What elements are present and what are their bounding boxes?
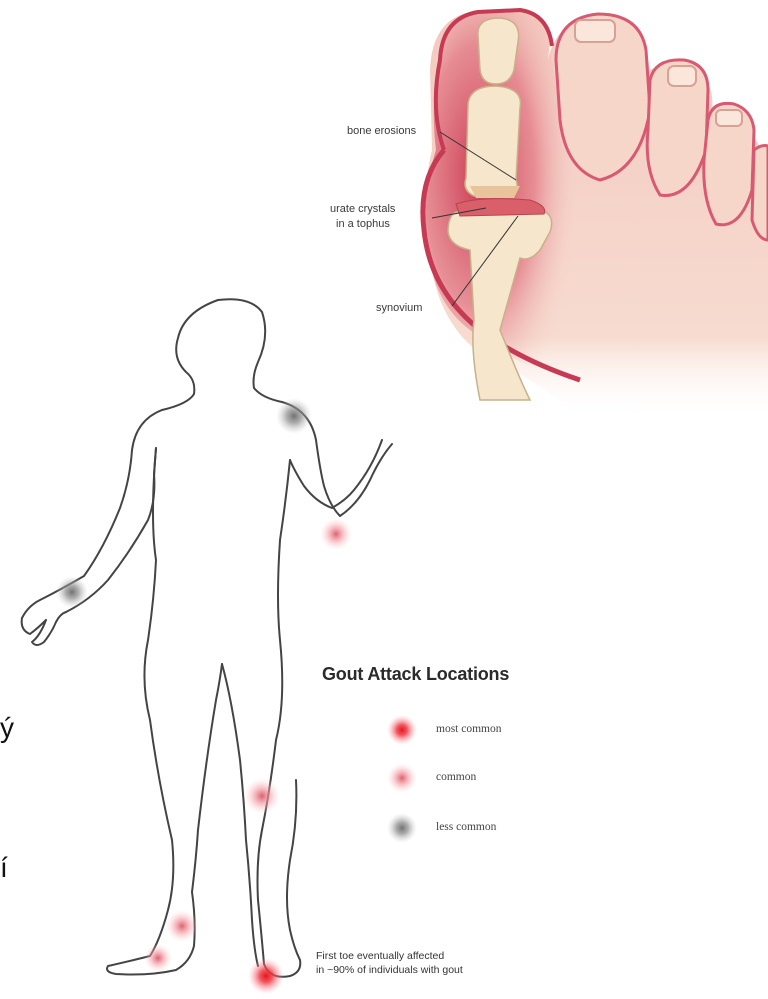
body-figure xyxy=(22,299,392,977)
legend-label-less-common: less common xyxy=(436,821,496,833)
torso-right xyxy=(258,460,301,977)
legend-dot-common xyxy=(387,763,417,793)
third-toenail xyxy=(668,66,696,86)
legend-dot-most-common xyxy=(387,715,417,745)
elbow-marker xyxy=(320,518,352,550)
torso-left xyxy=(107,448,195,975)
inner-leg-left xyxy=(192,664,222,892)
ankle-marker xyxy=(166,910,198,942)
fifth-toe xyxy=(752,146,768,241)
edge-fragment-1: ý xyxy=(0,712,14,744)
label-urate-crystals-line1: urate crystals xyxy=(330,203,395,216)
first-toe-marker xyxy=(248,958,284,994)
right-inner-arm xyxy=(290,440,382,508)
first-toe-caption: First toe eventually affected in ~90% of… xyxy=(316,949,463,977)
foot-illustration xyxy=(423,10,768,420)
legend-dots xyxy=(387,715,417,843)
knee-marker xyxy=(244,778,280,814)
head-left xyxy=(162,300,218,410)
legend-dot-less-common xyxy=(387,813,417,843)
shoulder-marker xyxy=(276,398,312,434)
legend-label-common: common xyxy=(436,771,476,783)
legend-title: Gout Attack Locations xyxy=(322,664,509,685)
second-toenail xyxy=(575,20,615,42)
fourth-toenail xyxy=(716,110,742,126)
legend-label-most-common: most common xyxy=(436,723,502,735)
heel-marker xyxy=(144,944,172,972)
urate-crystals xyxy=(456,199,545,216)
head-outline xyxy=(218,299,282,402)
label-synovium: synovium xyxy=(376,302,422,315)
edge-fragment-2: í xyxy=(0,852,8,884)
attack-markers xyxy=(56,398,352,994)
bone-erosion-area xyxy=(470,186,520,198)
left-arm xyxy=(22,410,162,634)
wrist-marker xyxy=(56,576,88,608)
inner-leg-right xyxy=(222,664,258,966)
label-bone-erosions: bone erosions xyxy=(347,125,416,138)
label-urate-crystals-line2: in a tophus xyxy=(336,218,390,231)
